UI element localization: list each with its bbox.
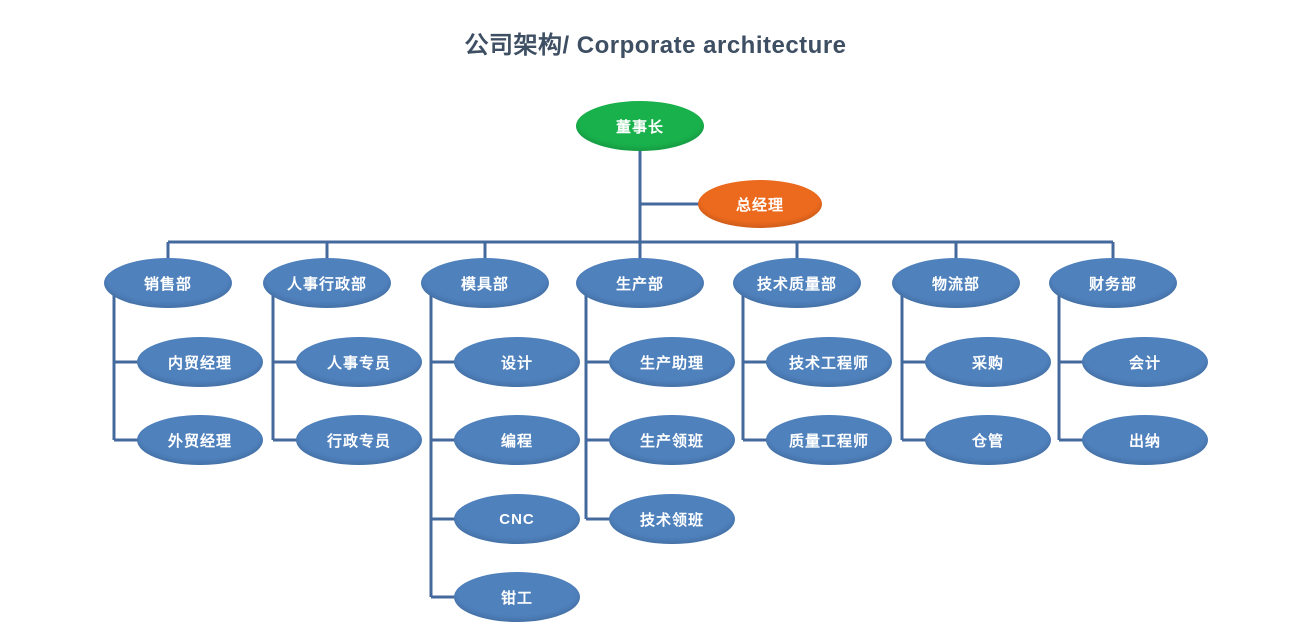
node-warehouse: 仓管 — [925, 415, 1051, 465]
node-purchasing: 采购 — [925, 337, 1051, 387]
node-technical-engineer: 技术工程师 — [766, 337, 892, 387]
node-accountant: 会计 — [1082, 337, 1208, 387]
node-admin-specialist: 行政专员 — [296, 415, 422, 465]
node-dept-hr-admin: 人事行政部 — [263, 258, 391, 308]
node-domestic-trade-manager: 内贸经理 — [137, 337, 263, 387]
node-fitter: 钳工 — [454, 572, 580, 622]
node-dept-sales: 销售部 — [104, 258, 232, 308]
node-cnc: CNC — [454, 494, 580, 544]
node-hr-specialist: 人事专员 — [296, 337, 422, 387]
node-dept-logistics: 物流部 — [892, 258, 1020, 308]
node-general-manager: 总经理 — [698, 180, 822, 228]
node-technical-foreman: 技术领班 — [609, 494, 735, 544]
node-design: 设计 — [454, 337, 580, 387]
node-dept-finance: 财务部 — [1049, 258, 1177, 308]
node-cashier: 出纳 — [1082, 415, 1208, 465]
node-quality-engineer: 质量工程师 — [766, 415, 892, 465]
node-production-foreman: 生产领班 — [609, 415, 735, 465]
connector-production-subtree — [584, 283, 617, 521]
connector-dept-stubs — [166, 242, 1115, 262]
node-dept-production: 生产部 — [576, 258, 704, 308]
connector-mold-subtree — [429, 283, 462, 599]
node-dept-mold: 模具部 — [421, 258, 549, 308]
node-dept-tech-quality: 技术质量部 — [733, 258, 861, 308]
node-production-assistant: 生产助理 — [609, 337, 735, 387]
node-programming: 编程 — [454, 415, 580, 465]
page-title: 公司架构/ Corporate architecture — [464, 32, 847, 59]
node-chairman: 董事长 — [576, 101, 704, 151]
node-foreign-trade-manager: 外贸经理 — [137, 415, 263, 465]
